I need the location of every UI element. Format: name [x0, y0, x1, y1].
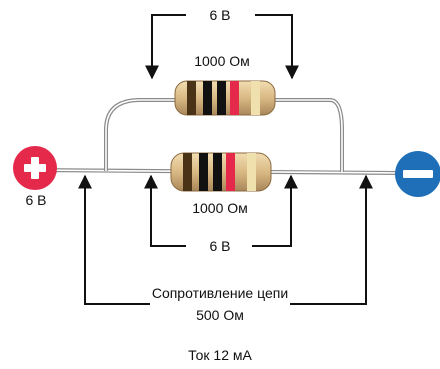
- bottom-resistor-band-4: [226, 153, 235, 191]
- top-voltage-label: 6 В: [209, 7, 230, 23]
- bottom-resistor-band-2: [199, 153, 208, 191]
- bottom-resistor-band-3: [213, 153, 222, 191]
- negative-terminal: [395, 151, 440, 197]
- bottom-voltage-bracket: [144, 174, 298, 247]
- top-resistor-band-2: [203, 81, 212, 115]
- bottom-resistor-band-1: [183, 153, 192, 191]
- bottom-resistor: [170, 152, 272, 192]
- positive-terminal: [13, 146, 57, 190]
- top-resistor-band-4: [230, 81, 239, 115]
- circuit-resistance-label: Сопротивление цепи: [152, 285, 288, 301]
- top-resistance-label: 1000 Ом: [194, 53, 250, 69]
- top-voltage-bracket: [145, 14, 299, 80]
- source-voltage-label: 6 В: [25, 192, 46, 208]
- current-label: Ток 12 мА: [188, 347, 252, 363]
- circuit-resistance-bracket: [78, 174, 373, 305]
- minus-icon: [403, 170, 433, 178]
- circuit-resistance-value: 500 Ом: [196, 307, 244, 323]
- top-resistor-band-5: [251, 81, 260, 115]
- top-resistor-band-1: [187, 81, 196, 115]
- bottom-resistor-band-5: [247, 153, 256, 191]
- bottom-resistance-label: 1000 Ом: [192, 200, 248, 216]
- bottom-voltage-label: 6 В: [209, 238, 230, 254]
- top-resistor: [174, 80, 276, 116]
- top-resistor-band-3: [217, 81, 226, 115]
